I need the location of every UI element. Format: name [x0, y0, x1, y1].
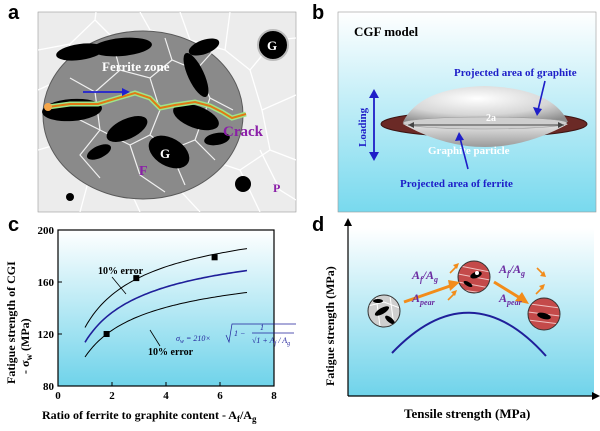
left-ratio-arrow	[449, 263, 459, 274]
graphite-lower	[403, 124, 568, 147]
x-axis-label: Ratio of ferrite to graphite content - A…	[42, 408, 257, 424]
x-tick-label: 2	[109, 390, 115, 402]
transition-arrow-1	[403, 280, 460, 304]
right-pear-arrow	[535, 284, 545, 295]
y-axis-label: Fatigue strength (MPa)	[323, 266, 337, 386]
left-ratio-label: Af/Ag	[411, 268, 438, 284]
model-title: CGF model	[354, 24, 419, 39]
particle-label: Graphite particle	[428, 145, 510, 157]
ferrite-zone-label: Ferrite zone	[102, 59, 170, 74]
panel-d-label: d	[312, 214, 325, 236]
y-tick-label: 80	[43, 381, 55, 393]
microstructure-mid	[457, 260, 491, 294]
x-tick-label: 8	[271, 390, 277, 402]
trend-curve	[391, 311, 547, 357]
x-tick-label: 0	[55, 390, 61, 402]
transition-arrow-2	[493, 280, 529, 304]
y-tick-label: 200	[38, 225, 55, 237]
y-axis-arrowhead	[344, 218, 352, 226]
microstructure-image: Ferrite zone Crack F P G G	[37, 11, 297, 213]
x-axis-label: Tensile strength (MPa)	[404, 406, 530, 421]
right-ratio-arrow	[536, 267, 546, 277]
svg-text:1: 1	[260, 323, 264, 332]
graphite-nodule	[257, 29, 289, 61]
y-tick-label: 120	[38, 329, 55, 341]
data-point	[211, 254, 218, 261]
panel-c: c 0 2 4 6 8 80 120 160 200 Fatigue strength of C…	[0, 214, 300, 426]
graphite-area-label: Projected area of graphite	[454, 67, 577, 79]
panel-c-label: c	[8, 214, 20, 236]
microstructure-high	[527, 297, 561, 331]
right-ratio-label: Af/Ag	[498, 262, 525, 278]
crack-path	[44, 90, 247, 121]
x-axis-arrowhead	[592, 392, 600, 400]
left-pear-arrow	[447, 290, 457, 301]
svg-text:σw = 210×: σw = 210×	[176, 334, 211, 345]
y-axis-label-line2: - σw (MPa)	[18, 318, 34, 374]
svg-text:1 −: 1 −	[234, 329, 245, 338]
dimension-label: 2a	[486, 113, 496, 124]
data-point	[103, 331, 110, 337]
schematic-chart: Fatigue strength (MPa) Tensile strength …	[323, 218, 600, 421]
panel-d: d Fatigue strength (MPa) Tensile strengt…	[300, 214, 600, 426]
lower-error-label: 10% error	[148, 347, 194, 358]
right-pear-label: Apear	[498, 291, 523, 307]
nodule-label: G	[267, 38, 277, 53]
loading-arrow	[369, 89, 379, 161]
ferrite-label: F	[139, 164, 148, 179]
y-axis-label-line1: Fatigue strength of CGI	[4, 261, 18, 384]
ferrite-area-arrow	[455, 132, 469, 170]
data-point	[133, 275, 140, 282]
x-tick-label: 6	[217, 390, 223, 402]
left-pear-label: Apear	[411, 291, 436, 307]
y-tick-label: 160	[38, 277, 55, 289]
plot-area	[57, 229, 275, 387]
loading-label: Loading	[357, 107, 369, 147]
upper-error-label: 10% error	[98, 266, 144, 277]
graphite-projection	[402, 116, 568, 130]
cgf-model-diagram: CGF model 2a Graphite particle Loading P…	[337, 11, 597, 213]
fit-formula: σw = 210× 1 − 1 √1 + Af / Ag	[176, 323, 296, 347]
graphite-area-arrow	[533, 80, 546, 116]
x-tick-label: 4	[163, 390, 169, 402]
upper-error-curve	[84, 248, 248, 328]
fatigue-chart: 0 2 4 6 8 80 120 160 200 Fatigue strength of CGI…	[4, 225, 296, 424]
panel-b: b CGF model	[300, 0, 600, 216]
ferrite-area-label: Projected area of ferrite	[400, 178, 513, 190]
svg-text:√1 + Af / Ag: √1 + Af / Ag	[252, 336, 290, 347]
panel-a-label: a	[8, 2, 20, 24]
graphite-upper	[403, 86, 568, 122]
fit-curve	[84, 269, 248, 343]
upper-error-pointer	[111, 276, 127, 295]
pearlite-label: P	[273, 181, 280, 195]
crack-label: Crack	[223, 124, 264, 140]
lower-error-curve	[84, 292, 248, 358]
microstructure-low	[367, 294, 401, 328]
lower-error-pointer	[149, 329, 161, 347]
graphite-label: G	[160, 146, 170, 161]
panel-a: a	[0, 0, 300, 216]
crack-direction-arrow	[83, 88, 130, 96]
dimension-2a	[408, 122, 564, 128]
panel-b-label: b	[312, 2, 325, 24]
